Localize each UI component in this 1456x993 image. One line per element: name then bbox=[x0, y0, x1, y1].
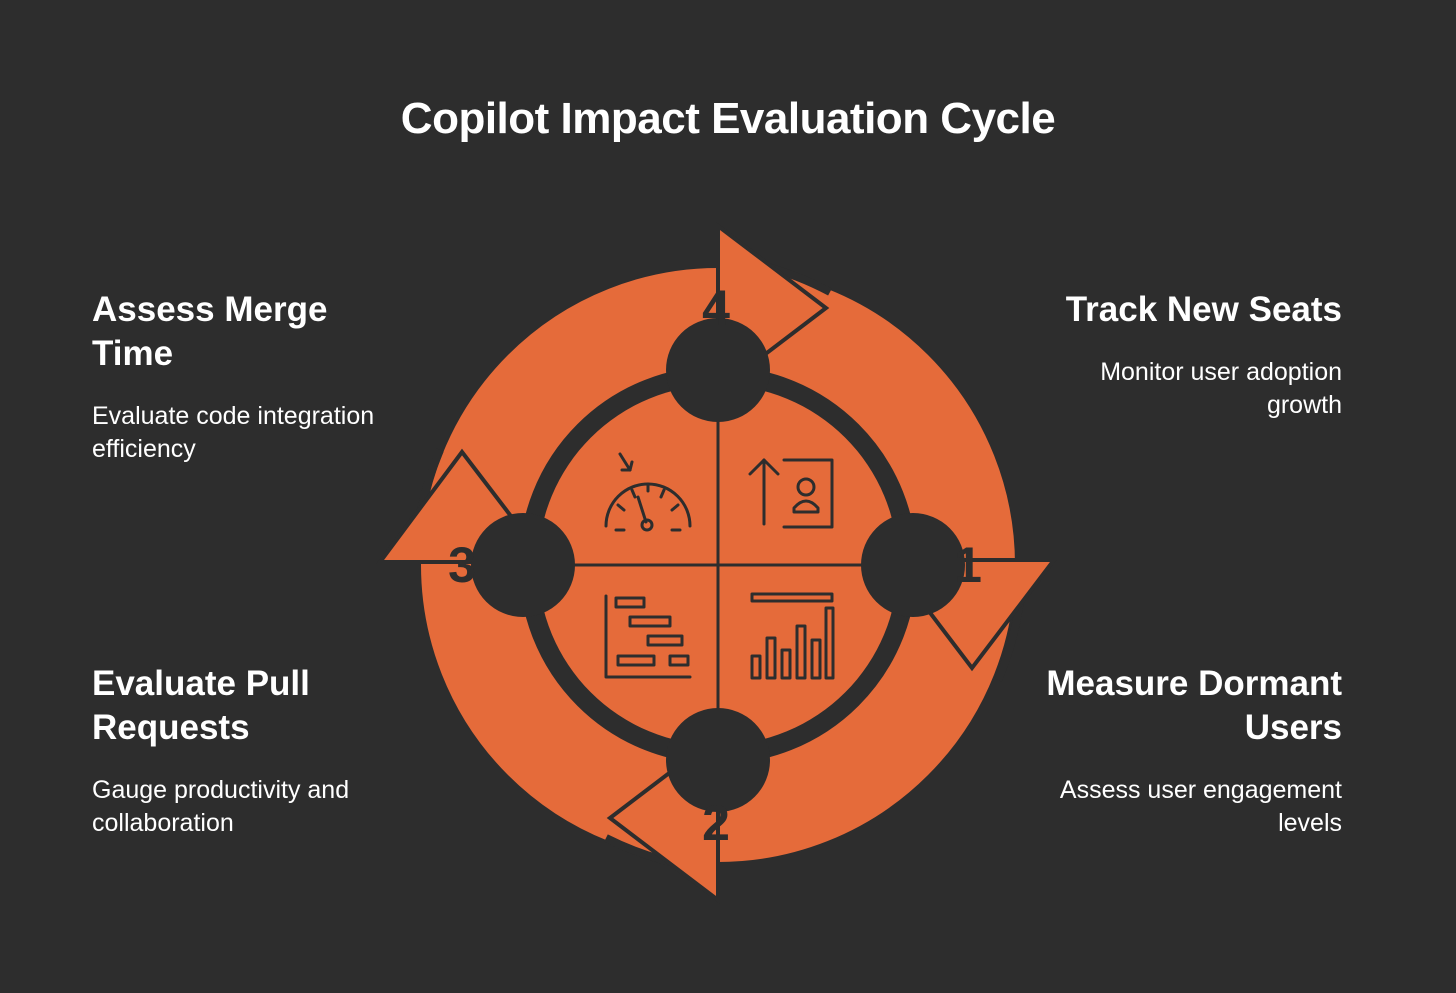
user-growth-icon bbox=[748, 458, 834, 529]
step-2-description: Assess user engagement levels bbox=[1059, 776, 1342, 837]
step-number-4: 4 bbox=[702, 280, 730, 336]
gantt-chart-icon bbox=[604, 594, 692, 679]
step-number-3: 3 bbox=[448, 537, 476, 593]
step-3-description: Gauge productivity and collaboration bbox=[92, 776, 350, 837]
bar-chart-icon bbox=[750, 592, 835, 680]
inner-notches bbox=[471, 318, 965, 812]
step-3-label: Evaluate Pull Requests Gauge productivit… bbox=[92, 662, 392, 840]
step-1-label: Track New Seats Monitor user adoption gr… bbox=[1042, 288, 1342, 422]
step-4-heading: Assess Merge Time bbox=[92, 290, 328, 373]
quadrant-dividers bbox=[550, 400, 886, 730]
step-3-heading: Evaluate Pull Requests bbox=[92, 664, 310, 747]
step-1-heading: Track New Seats bbox=[1065, 290, 1342, 329]
step-number-2: 2 bbox=[702, 795, 730, 851]
step-4-description: Evaluate code integration efficiency bbox=[92, 402, 375, 463]
step-4-label: Assess Merge Time Evaluate code integrat… bbox=[92, 288, 392, 466]
step-2-heading: Measure Dormant Users bbox=[1046, 664, 1342, 747]
page-title: Copilot Impact Evaluation Cycle bbox=[400, 94, 1056, 143]
step-number-1: 1 bbox=[954, 537, 982, 593]
step-1-description: Monitor user adoption growth bbox=[1100, 358, 1342, 419]
step-2-label: Measure Dormant Users Assess user engage… bbox=[1042, 662, 1342, 840]
speedometer-icon bbox=[604, 452, 692, 532]
